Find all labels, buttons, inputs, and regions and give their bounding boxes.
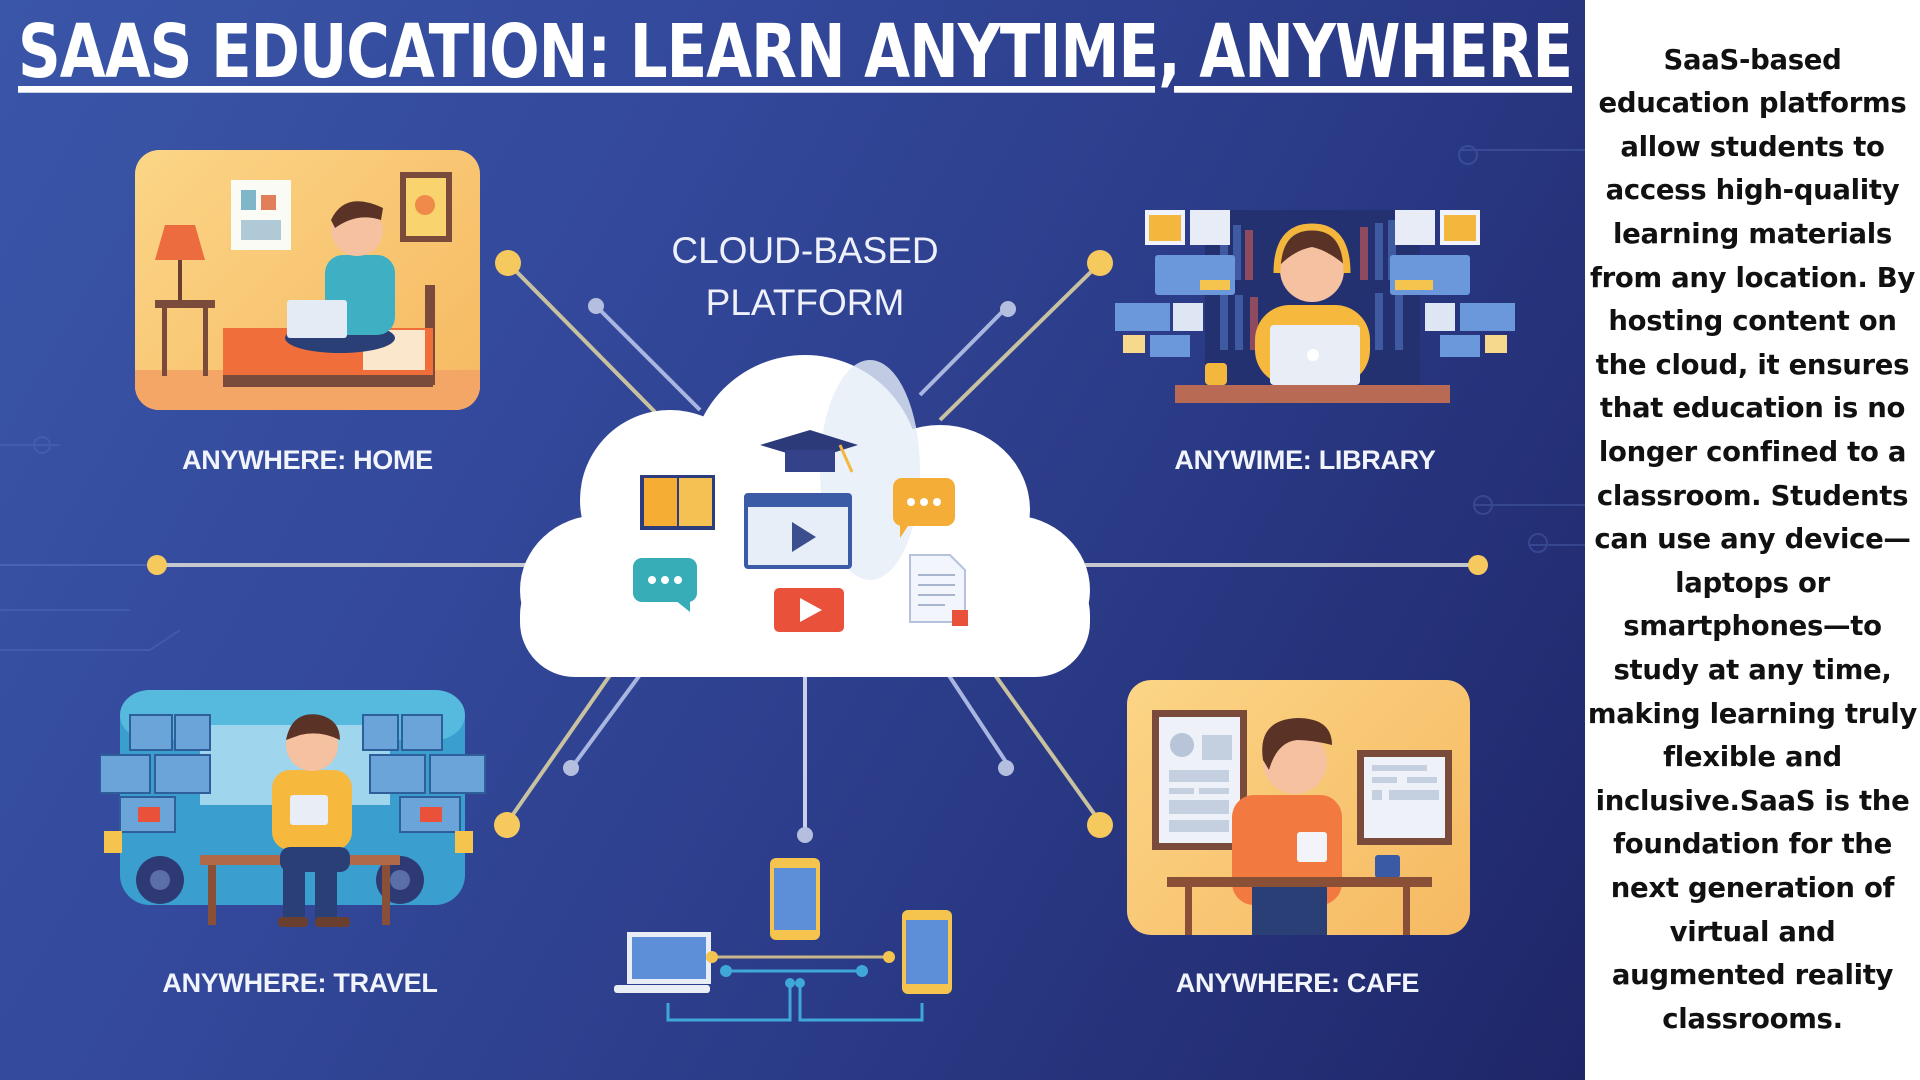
page-title: SAAS EDUCATION: LEARN ANYTIME, ANYWHERE bbox=[18, 8, 1573, 95]
scene-label-home: ANYWHERE: HOME bbox=[182, 445, 433, 475]
description-text: SaaS-based education platforms allow stu… bbox=[1587, 43, 1918, 1035]
scene-travel bbox=[100, 685, 490, 935]
scene-library bbox=[1105, 185, 1520, 405]
cloud-heading-line2: PLATFORM bbox=[705, 282, 905, 323]
library-illustration bbox=[1115, 210, 1515, 403]
description-column: SaaS-based education platforms allow stu… bbox=[1585, 0, 1920, 1080]
cloud-heading-line1: CLOUD-BASED bbox=[671, 230, 939, 271]
scene-cafe-card bbox=[1127, 680, 1470, 935]
infographic-panel: SAAS EDUCATION: LEARN ANYTIME, ANYWHERE … bbox=[0, 0, 1585, 1080]
cafe-illustration bbox=[1152, 710, 1452, 935]
home-illustration bbox=[135, 172, 480, 410]
travel-illustration bbox=[100, 690, 486, 927]
scene-home-card bbox=[135, 150, 480, 410]
scene-label-cafe: ANYWHERE: CAFE bbox=[1175, 968, 1420, 998]
scene-label-travel: ANYWHERE: TRAVEL bbox=[162, 968, 438, 998]
connector-network bbox=[0, 145, 1585, 843]
scene-label-library: ANYWIME: LIBRARY bbox=[1174, 445, 1436, 475]
cloud-platform-heading: CLOUD-BASED PLATFORM bbox=[630, 225, 980, 329]
